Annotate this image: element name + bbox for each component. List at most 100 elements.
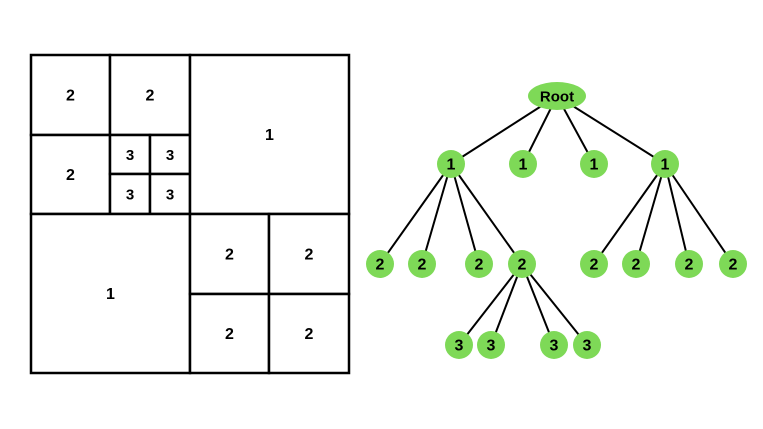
grid-cell-label: 3 [166,147,174,164]
tree-node-shape [408,250,436,278]
grid-cell-label: 1 [265,127,274,144]
tree-node-label: Root [540,89,574,106]
tree-node-label: 3 [487,338,496,355]
grid-cell-label: 2 [146,88,155,105]
grid-cell-label: 2 [66,167,75,184]
grid-cell: 2 [267,212,351,296]
grid-cell: 1 [29,212,192,375]
grid-cell-label: 2 [305,326,314,343]
tree-node: 3 [573,331,601,359]
tree-node-shape [651,150,679,178]
tree-node-shape [437,150,465,178]
grid-cell-label: 2 [66,88,75,105]
tree-node-label: 2 [418,257,427,274]
tree-node-label: 2 [632,257,641,274]
tree-node-label: 1 [447,157,456,174]
tree-node: 2 [719,250,747,278]
tree-node: 3 [540,331,568,359]
tree-root-node: Root [528,82,586,110]
tree-node-label: 3 [583,338,592,355]
grid-cell-label: 3 [166,187,174,204]
tree-edge [450,95,558,165]
grid-cell-border [188,292,271,375]
grid-cell-label: 2 [305,247,314,264]
tree-node-shape [580,150,608,178]
grid-cell: 1 [188,53,351,216]
tree-node: 1 [509,150,537,178]
grid-cell-border [29,212,192,375]
tree-node: 2 [580,250,608,278]
grid-cell: 3 [108,172,152,216]
tree-node-shape [465,250,493,278]
tree-edge [635,163,666,265]
tree-node-label: 1 [519,157,528,174]
grid-cell: 2 [188,292,271,375]
tree-node-label: 2 [376,257,385,274]
tree-node-label: 2 [590,257,599,274]
grid-cell-label: 3 [126,187,134,204]
grid-cell: 3 [148,172,192,216]
grid-cell-label: 3 [126,147,134,164]
tree-node: 2 [622,250,650,278]
quadtree-grid: 2 2 2 3 3 3 3 1 1 2 2 2 2 [29,53,351,375]
tree-edge [379,163,452,265]
tree-node-label: 2 [475,257,484,274]
tree-node-shape [366,250,394,278]
tree-node-shape [573,331,601,359]
grid-cell: 2 [267,292,351,375]
tree-node-shape [509,150,537,178]
tree-node-shape [528,82,586,110]
tree-node: 3 [445,331,473,359]
tree-edge [664,163,734,265]
tree-node: 3 [477,331,505,359]
tree-node-label: 2 [729,257,738,274]
grid-cell-label: 2 [225,326,234,343]
tree-edges [379,95,734,346]
tree-node: 1 [437,150,465,178]
tree-node-label: 3 [550,338,559,355]
tree-node-shape [445,331,473,359]
grid-cell: 3 [108,133,152,176]
tree-node-label: 2 [685,257,694,274]
grid-cell: 2 [188,212,271,296]
grid-cell: 2 [29,53,112,137]
tree-node-shape [580,250,608,278]
grid-cell: 2 [29,133,112,216]
grid-cell-label: 2 [225,247,234,264]
tree-edge [490,263,523,346]
tree-edge [458,263,523,346]
grid-cell-border [29,53,112,137]
tree-edge [593,163,666,265]
tree-edge [556,95,666,165]
tree-node: 1 [651,150,679,178]
grid-cell-border [267,212,351,296]
tree-node-shape [477,331,505,359]
tree-edge [664,163,690,265]
tree-node-label: 2 [518,257,527,274]
grid-cell: 3 [148,133,192,176]
grid-cell-label: 1 [106,286,115,303]
tree-node: 2 [366,250,394,278]
tree-edge [450,163,523,265]
tree-node-shape [508,250,536,278]
grid-cell-border [188,212,271,296]
tree-node-shape [622,250,650,278]
tree-node: 1 [580,150,608,178]
grid-cell-border [188,53,351,216]
grid-cell: 2 [108,53,192,137]
tree-node-shape [719,250,747,278]
tree-edge [450,163,480,265]
tree-edge [521,263,588,346]
tree-node: 2 [465,250,493,278]
tree-edge [521,263,555,346]
tree-node-shape [540,331,568,359]
grid-cell-border [108,53,192,137]
grid-cell-border [267,292,351,375]
tree-node: 2 [408,250,436,278]
tree-node: 2 [508,250,536,278]
tree-node: 2 [675,250,703,278]
tree-node-label: 1 [661,157,670,174]
tree-edge [421,163,452,265]
